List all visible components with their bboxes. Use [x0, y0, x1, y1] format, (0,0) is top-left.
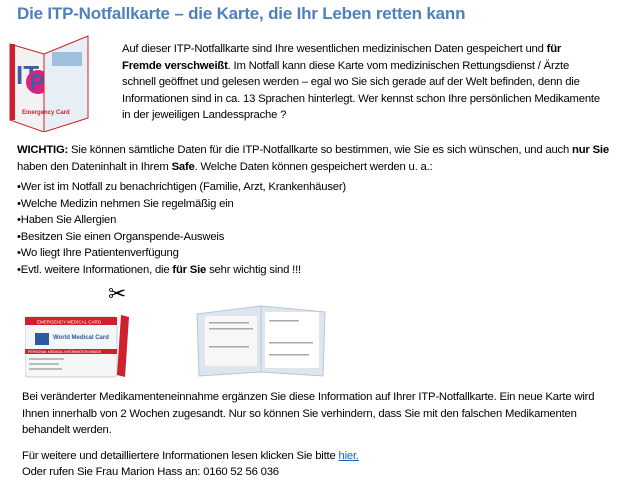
list-text-2: sehr wichtig sind !!!	[206, 263, 301, 276]
list-item: •Besitzen Sie einen Organspende-Ausweis	[17, 230, 225, 243]
page-title: Die ITP-Notfallkarte – die Karte, die Ih…	[17, 4, 466, 23]
intro-text-2: . Im Notfall kann diese Karte vom medizi…	[122, 59, 600, 122]
list-bold: für Sie	[172, 263, 207, 276]
svg-text:World Medical Card: World Medical Card	[53, 335, 109, 341]
important-text-2: haben den Dateninhalt in Ihrem	[17, 160, 172, 173]
more-info-line: Für weitere und detailliertere Informati…	[22, 448, 612, 465]
important-bold: nur Sie	[572, 144, 609, 156]
call-line: Oder rufen Sie Frau Marion Hass an: 0160…	[22, 466, 279, 478]
intro-paragraph: Auf dieser ITP-Notfallkarte sind Ihre we…	[122, 41, 602, 124]
itp-card-image: IT P Emergency Card	[8, 32, 92, 133]
medical-card-image: EMERGENCY MEDICAL CARD World Medical Car…	[24, 313, 133, 378]
important-paragraph: WICHTIG: Sie können sämtliche Daten für …	[17, 142, 615, 175]
svg-text:P: P	[30, 70, 45, 95]
list-text: •Evtl. weitere Informationen, die	[17, 263, 173, 276]
more-info-text: Für weitere und detailliertere Informati…	[22, 449, 339, 462]
intro-bold: für Fremde verschweißt	[122, 43, 562, 72]
important-text-3: . Welche Daten können gespeichert werden…	[194, 160, 433, 173]
svg-text:Emergency Card: Emergency Card	[22, 110, 70, 116]
here-link[interactable]: hier.	[338, 449, 360, 462]
list-item: •Evtl. weitere Informationen, die für Si…	[17, 262, 615, 279]
list-item: •Wer ist im Notfall zu benachrichtigen (…	[17, 181, 346, 193]
change-paragraph: Bei veränderter Medikamenteneinnahme erg…	[22, 391, 595, 436]
list-item: •Welche Medizin nehmen Sie regelmäßig ei…	[17, 197, 234, 210]
svg-text:EMERGENCY MEDICAL CARD: EMERGENCY MEDICAL CARD	[37, 320, 102, 325]
data-list: •Wer ist im Notfall zu benachrichtigen (…	[17, 179, 615, 279]
svg-text:PERSONAL MEDICAL INFORMATION I: PERSONAL MEDICAL INFORMATION INSIDE	[28, 350, 102, 354]
important-section: WICHTIG: Sie können sämtliche Daten für …	[17, 142, 615, 279]
intro-text: Auf dieser ITP-Notfallkarte sind Ihre we…	[122, 43, 547, 55]
list-item: •Wo liegt Ihre Patientenverfügung	[17, 247, 179, 260]
scissors-icon: ✂	[108, 281, 127, 306]
important-text: Sie können sämtliche Daten für die ITP-N…	[68, 144, 573, 156]
bottom-section: Bei veränderter Medikamenteneinnahme erg…	[22, 389, 612, 481]
list-item: •Haben Sie Allergien	[17, 214, 117, 227]
safe-bold: Safe	[171, 160, 195, 173]
important-label: WICHTIG:	[17, 144, 69, 156]
opened-card-image	[195, 302, 328, 377]
